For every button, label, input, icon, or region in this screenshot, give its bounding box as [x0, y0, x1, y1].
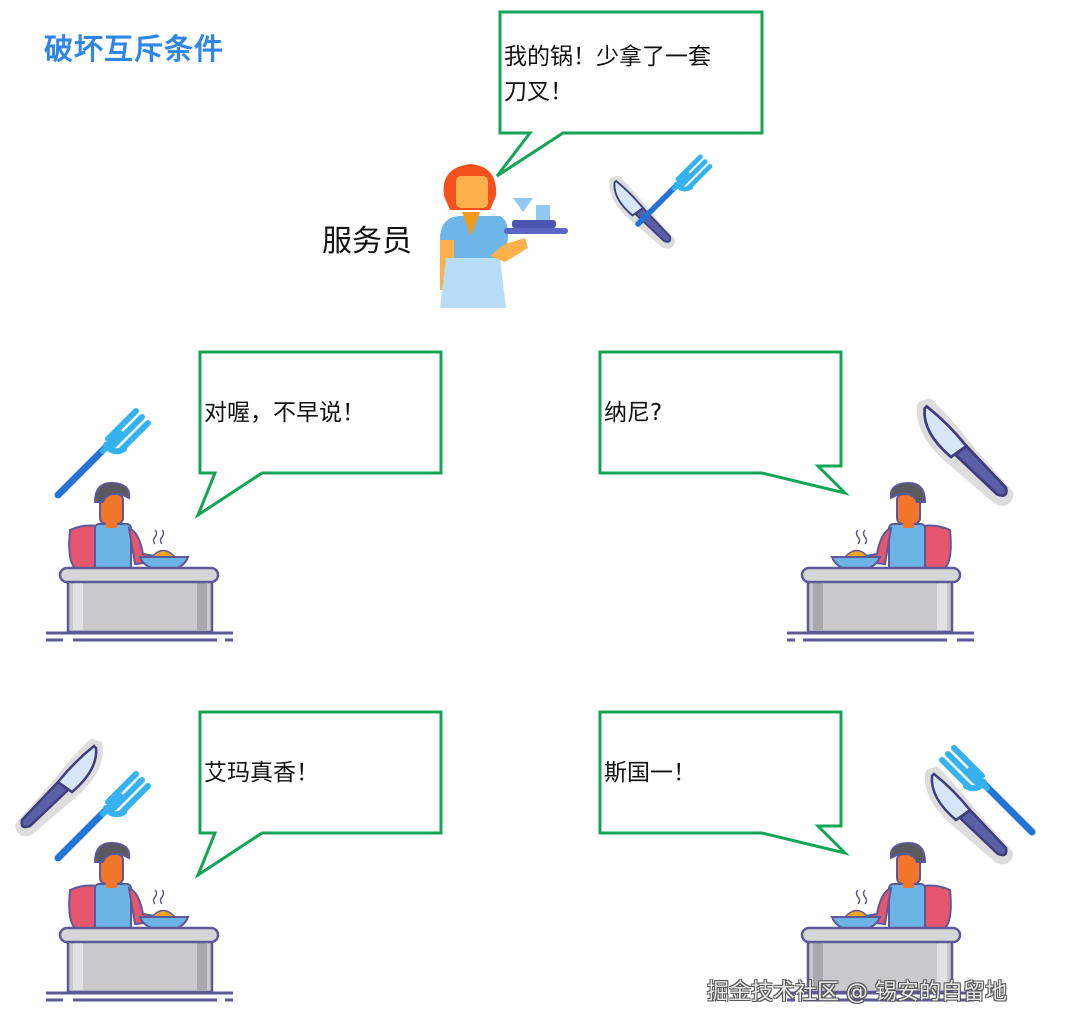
diner-1-speech-text: 对喔，不早说！	[204, 400, 365, 426]
waiter-knife-icon	[613, 180, 672, 246]
watermark: 掘金技术社区 @ 锡安的自留地	[707, 980, 1007, 1005]
diner-2-icon	[785, 481, 976, 642]
diner-2-speech-text: 纳尼?	[604, 400, 663, 426]
diner-1-fork-icon	[58, 411, 148, 495]
waiter-icon	[440, 164, 568, 308]
diner-3-speech-text: 艾玛真香！	[204, 760, 319, 786]
diner-3-speech-bubble	[194, 710, 443, 879]
waiter-speech-line-1: 我的锅！少拿了一套	[504, 44, 711, 70]
waiter-speech-bubble	[495, 10, 764, 178]
waiter-fork-icon	[638, 157, 710, 224]
diner-4-speech-bubble	[598, 710, 850, 856]
diner-1-speech-bubble	[194, 350, 443, 519]
waiter-speech-line-2: 刀叉！	[504, 79, 573, 105]
diner-2-knife-icon	[922, 404, 1008, 500]
diner-2-speech-bubble	[598, 350, 850, 496]
diagram-title: 破坏互斥条件	[44, 32, 225, 66]
diner-3-knife-icon	[20, 744, 98, 831]
waiter-label: 服务员	[322, 224, 412, 259]
diner-4-speech-text: 斯国一！	[604, 760, 696, 786]
